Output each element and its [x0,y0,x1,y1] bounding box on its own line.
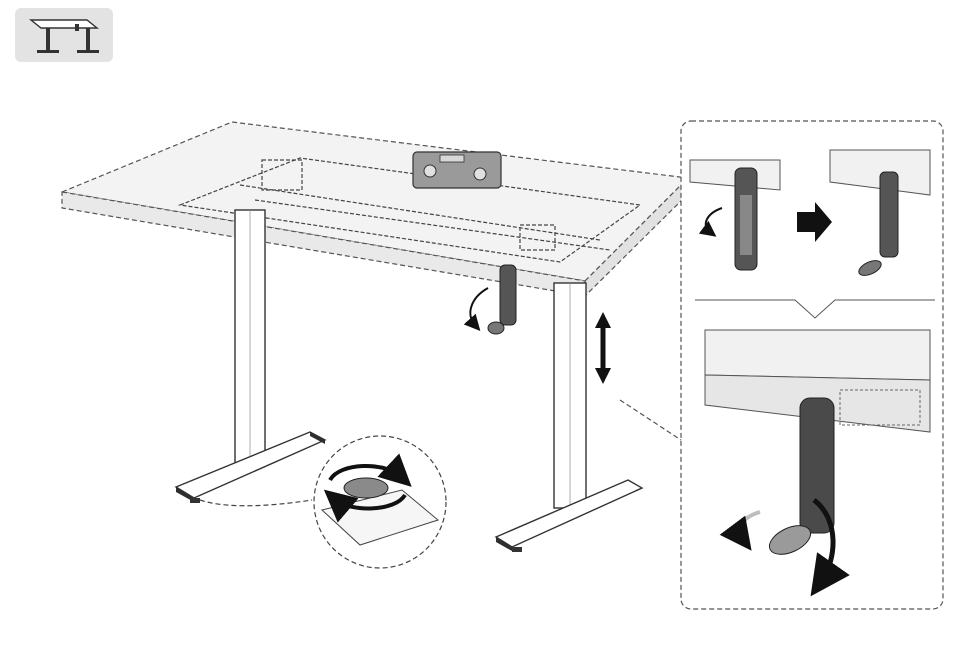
left-leg [234,209,266,466]
left-foot [174,431,327,503]
right-leg [553,282,587,509]
frame-crossbeam [177,157,642,263]
desktop-panel [59,121,690,298]
spirit-level [412,151,502,189]
crank-handle-icon [487,264,517,335]
right-foot [494,479,644,552]
standing-desk-icon [29,19,99,53]
next-step-arrow-icon [797,202,832,242]
height-up-down-arrow-icon [595,312,611,384]
crank-rotate-arrow-icon [463,287,489,331]
product-thumbnail [15,8,113,62]
unfold-crank-handle-result [829,149,931,276]
unfold-crank-handle-step [689,159,781,271]
rotate-leveling-foot-icon [323,453,412,523]
panel-divider [695,299,935,319]
turn-crank-handle-step [704,329,931,597]
